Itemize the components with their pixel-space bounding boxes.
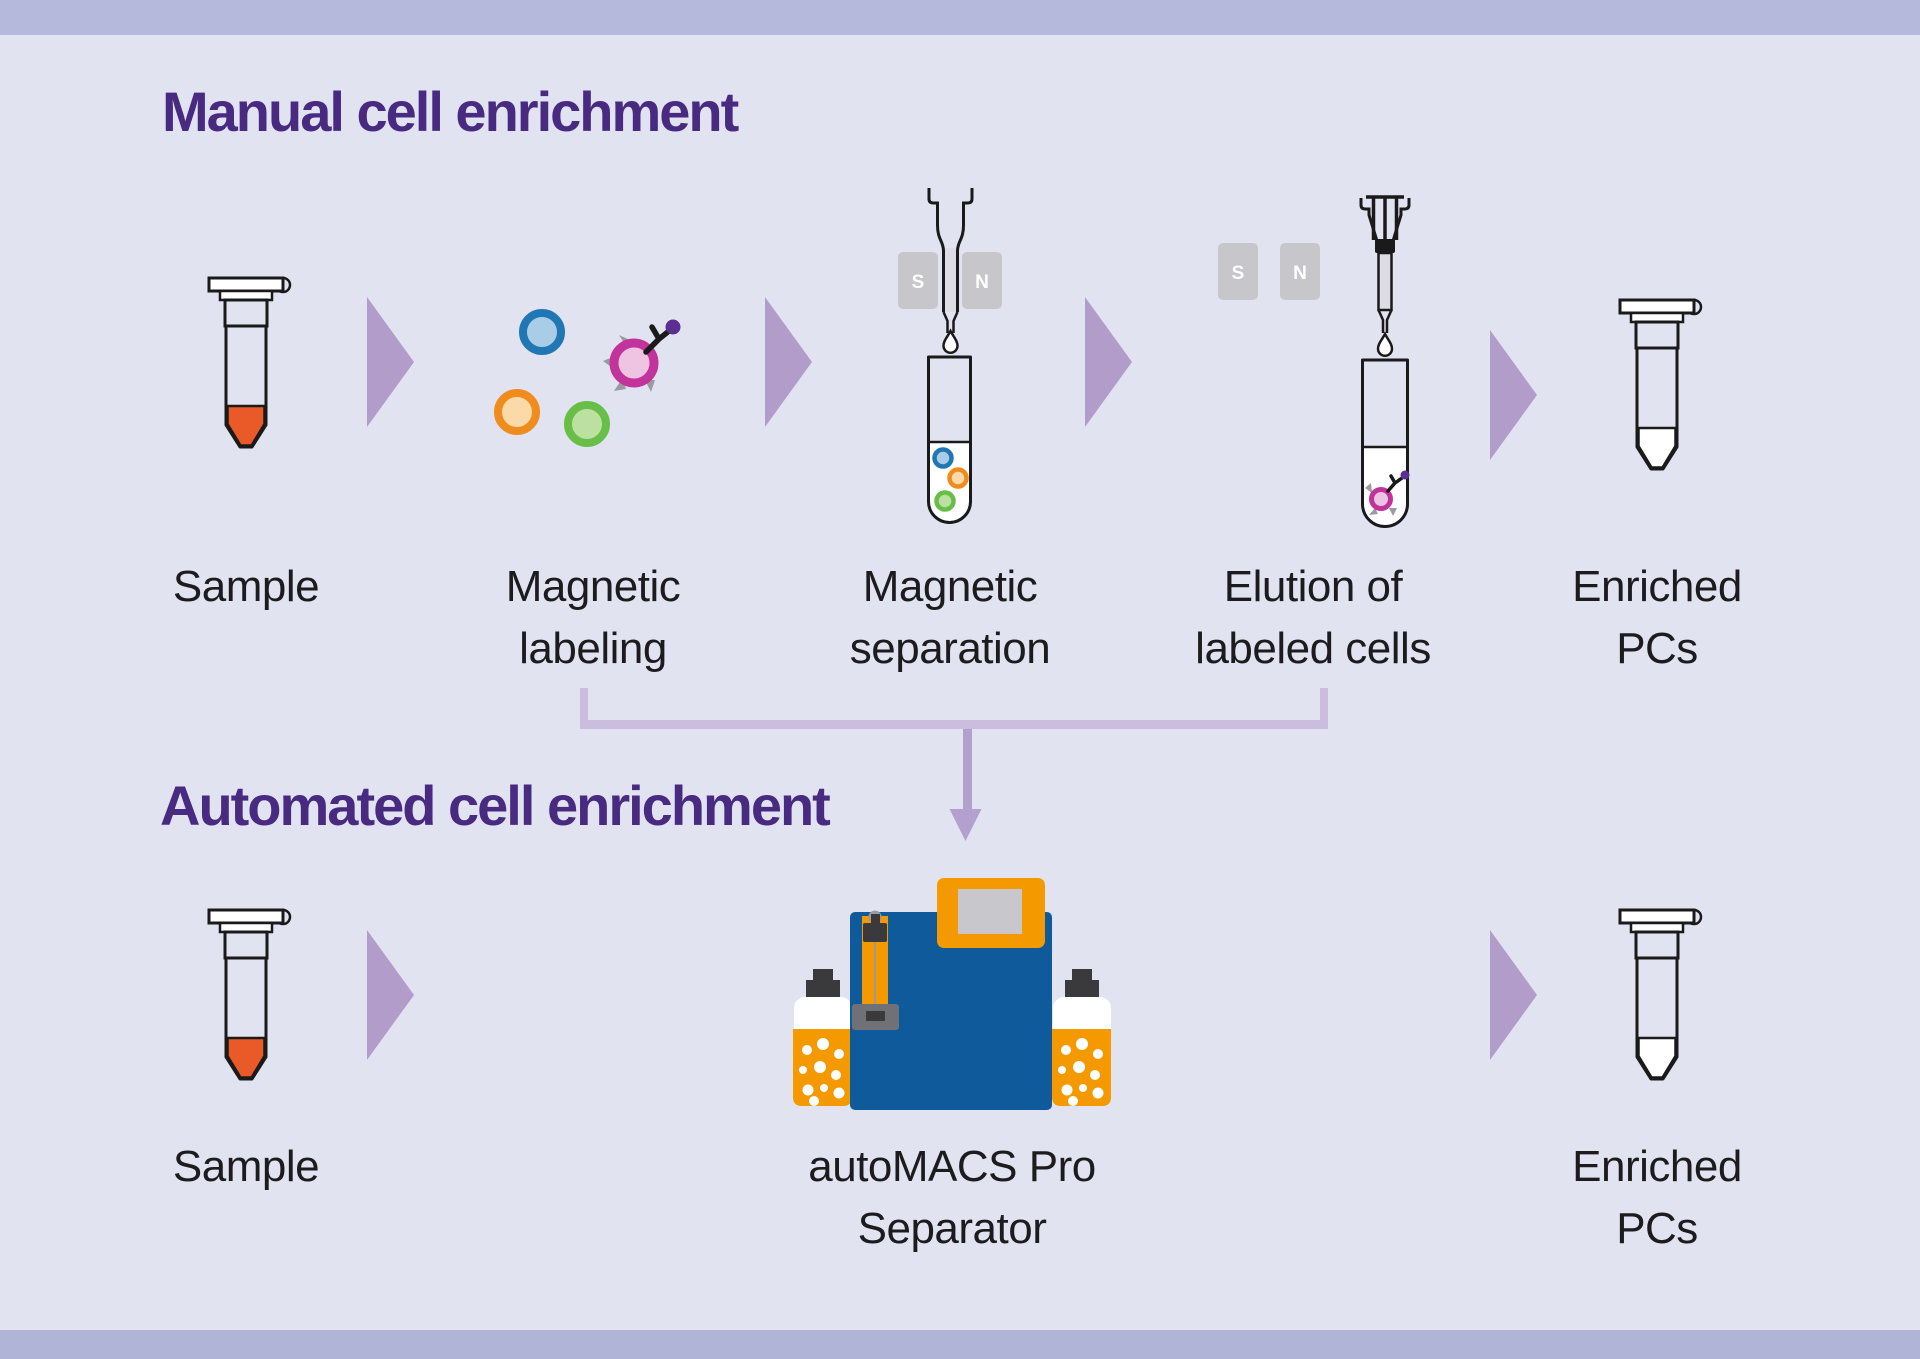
droplet-icon: [1376, 331, 1394, 358]
step-label-automacs-separator: autoMACS Pro Separator: [722, 1136, 1182, 1260]
label-line: Elution of: [1223, 562, 1403, 611]
enriched-pcs-tube-icon: [1618, 298, 1703, 471]
step-label-magnetic-separation: Magnetic separation: [720, 556, 1180, 680]
sample-tube-icon: [207, 908, 292, 1081]
separation-column-icon: S N: [898, 188, 1002, 355]
elution-icon: S N: [1218, 195, 1411, 358]
magnetic-bead-icon: [665, 319, 681, 335]
label-line: Sample: [172, 562, 320, 611]
orange-cell-icon: [494, 389, 540, 435]
droplet-icon: [942, 328, 959, 355]
label-line: Magnetic: [862, 562, 1038, 611]
label-line: autoMACS Pro: [808, 1142, 1096, 1191]
tube-lid: [207, 276, 285, 293]
sample-liquid: [226, 1036, 266, 1079]
label-line: Enriched: [1572, 562, 1742, 611]
magnet-south-label: S: [912, 272, 925, 293]
tube-lid: [207, 908, 285, 925]
label-line: Sample: [172, 1142, 320, 1191]
label-line: labeled cells: [1195, 624, 1431, 673]
magnet-north-label: N: [975, 272, 989, 293]
labeled-magenta-cell-icon: [1365, 470, 1410, 516]
buffer-bottle-icon: [1052, 969, 1111, 1106]
step-label-magnetic-labeling: Magnetic labeling: [363, 556, 823, 680]
tube-cap: [1634, 320, 1680, 350]
column-matrix: [943, 248, 958, 312]
enriched-cells-liquid: [1637, 426, 1677, 469]
label-line: PCs: [1616, 1204, 1698, 1253]
green-cell-icon: [934, 490, 956, 512]
labeled-magenta-cell-icon: [603, 319, 681, 392]
tube-cap: [223, 930, 269, 960]
tube-lid: [1618, 298, 1696, 315]
magnet-south: [898, 252, 938, 309]
down-arrow-head-icon: [949, 809, 982, 841]
magnet-north: [1280, 243, 1320, 300]
step-label-enriched-pcs-manual: Enriched PCs: [1427, 556, 1887, 680]
buffer-bottle-icon: [793, 969, 852, 1106]
antibody-icon: [643, 324, 672, 355]
label-line: labeling: [519, 624, 667, 673]
label-line: Separator: [857, 1204, 1047, 1253]
manual-section-heading: Manual cell enrichment: [162, 80, 739, 143]
bracket-connector: [580, 688, 1328, 841]
step-label-enriched-pcs-automated: Enriched PCs: [1427, 1136, 1887, 1260]
screen: [958, 889, 1022, 934]
magnet-south: [1218, 243, 1258, 300]
column-with-plunger-icon: [1359, 195, 1411, 333]
enriched-pcs-tube-icon: [1618, 908, 1703, 1081]
tube-body: [1635, 346, 1679, 471]
tube-cap: [1634, 930, 1680, 960]
magnetic-bead-icon: [1400, 470, 1410, 480]
separation-collection-tube-icon: [927, 355, 972, 524]
bottom-border-bar: [0, 1330, 1920, 1359]
label-line: separation: [849, 624, 1051, 673]
instrument-body: [850, 912, 1052, 1110]
tube-body: [224, 324, 268, 449]
top-border-bar: [0, 0, 1920, 35]
magnet-north-label: N: [1293, 263, 1307, 284]
tube-lid: [1618, 908, 1696, 925]
green-cell-icon: [564, 401, 610, 447]
step-label-sample-automated: Sample: [16, 1136, 476, 1198]
flow-arrow-icon: [367, 297, 414, 427]
flow-arrow-icon: [1490, 930, 1537, 1060]
antibody-icon: [1386, 474, 1404, 493]
label-line: Magnetic: [505, 562, 681, 611]
instrument-display: [937, 878, 1045, 948]
step-label-elution: Elution of labeled cells: [1083, 556, 1543, 680]
flow-arrow-icon: [1085, 297, 1132, 427]
tube-body: [1635, 956, 1679, 1081]
flow-arrow-icon: [765, 297, 812, 427]
magnet-north: [962, 252, 1002, 309]
step-label-sample-manual: Sample: [16, 556, 476, 618]
down-arrow-stem: [963, 729, 972, 811]
flow-arrow-icon: [367, 930, 414, 1060]
blue-cell-icon: [519, 309, 565, 355]
sample-tube-icon: [207, 276, 292, 449]
blue-cell-icon: [932, 447, 954, 469]
tube-body: [224, 956, 268, 1081]
automated-section-heading: Automated cell enrichment: [160, 774, 831, 837]
sample-liquid: [226, 404, 266, 447]
automacs-pro-separator-icon: [793, 878, 1111, 1110]
magnetic-labeling-cells-icon: [494, 309, 681, 447]
label-line: PCs: [1616, 624, 1698, 673]
tube-cap: [223, 298, 269, 328]
label-line: Enriched: [1572, 1142, 1742, 1191]
magnet-south-label: S: [1232, 263, 1245, 284]
enriched-cells-liquid: [1637, 1036, 1677, 1079]
elution-collection-tube-icon: [1361, 358, 1410, 528]
orange-cell-icon: [947, 467, 969, 489]
sampler-arm: [852, 910, 899, 1030]
flow-arrow-icon: [1490, 330, 1537, 460]
